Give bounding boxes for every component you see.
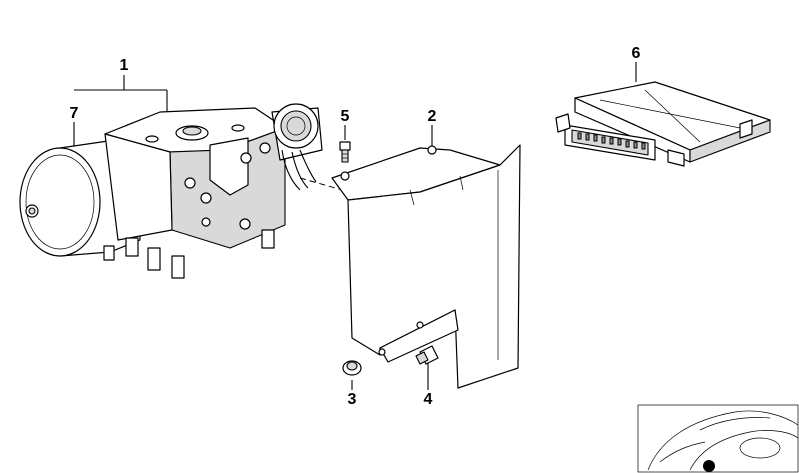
hex-bolt-icon xyxy=(415,345,439,365)
callout-7: 7 xyxy=(70,105,79,122)
callout-2: 2 xyxy=(428,108,437,125)
callout-labels: 1 2 3 4 5 6 7 xyxy=(70,45,641,408)
screw-icon xyxy=(339,141,351,163)
abs-hydraulic-unit-icon xyxy=(103,103,323,279)
callout-4: 4 xyxy=(424,391,433,408)
control-module-icon xyxy=(555,81,771,167)
mounting-bracket-icon xyxy=(331,144,521,389)
vehicle-location-icon xyxy=(637,404,799,473)
callout-1: 1 xyxy=(120,57,129,74)
hex-nut-icon xyxy=(342,360,362,376)
callout-5: 5 xyxy=(341,108,350,125)
location-marker-icon xyxy=(703,460,715,472)
connector-pins xyxy=(577,132,646,150)
callout-3: 3 xyxy=(348,391,357,408)
callout-6: 6 xyxy=(632,45,641,62)
